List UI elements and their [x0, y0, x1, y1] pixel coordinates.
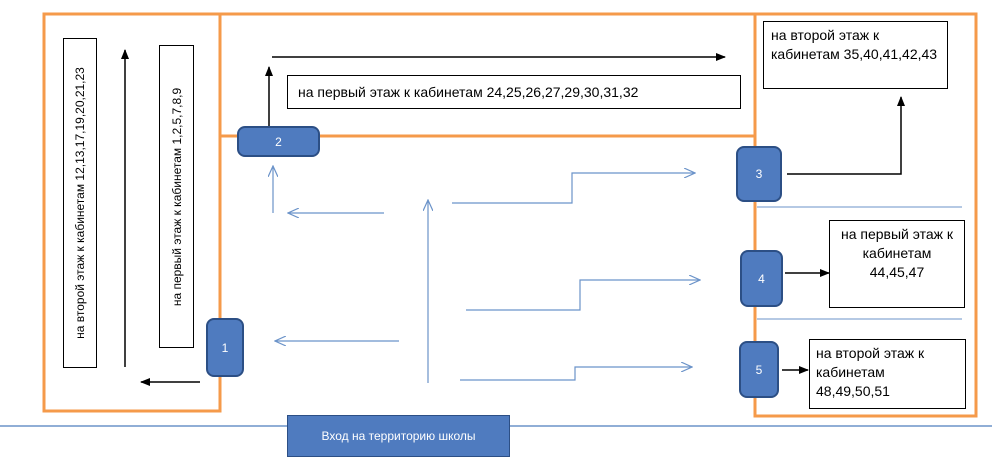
- entrance-box[interactable]: Вход на территорию школы: [287, 415, 510, 457]
- step-to-node4-arrow: [466, 280, 700, 311]
- node-5[interactable]: 5: [739, 341, 779, 398]
- right-mid-label: на первый этаж к кабинетам 44,45,47: [829, 220, 965, 308]
- left-outer-label: на второй этаж к кабинетам 12,13,17,19,2…: [63, 38, 97, 368]
- top-right-label: на второй этаж к кабинетам 35,40,41,42,4…: [763, 21, 948, 89]
- left-inner-label-text: на первый этаж к кабинетам 1,2,5,7,8,9: [169, 87, 184, 306]
- node-2[interactable]: 2: [237, 126, 320, 157]
- top-label: на первый этаж к кабинетам 24,25,26,27,2…: [287, 75, 741, 109]
- node-4[interactable]: 4: [740, 250, 783, 307]
- step-to-node5-arrow: [460, 367, 692, 381]
- step-to-node3-arrow: [452, 173, 695, 204]
- right-wing-wall: [753, 12, 978, 418]
- left-inner-label: на первый этаж к кабинетам 1,2,5,7,8,9: [159, 45, 194, 348]
- right-bottom-label: на второй этаж к кабинетам 48,49,50,51: [809, 339, 966, 409]
- building-walls: [42, 12, 978, 418]
- left-wing-wall: [42, 12, 222, 413]
- node-1[interactable]: 1: [206, 318, 244, 377]
- left-outer-label-text: на второй этаж к кабинетам 12,13,17,19,2…: [73, 67, 87, 339]
- path-arrows: [273, 166, 700, 383]
- black-arrows: [121, 49, 905, 386]
- node-3[interactable]: 3: [736, 146, 782, 202]
- node3-arrow: [787, 96, 905, 175]
